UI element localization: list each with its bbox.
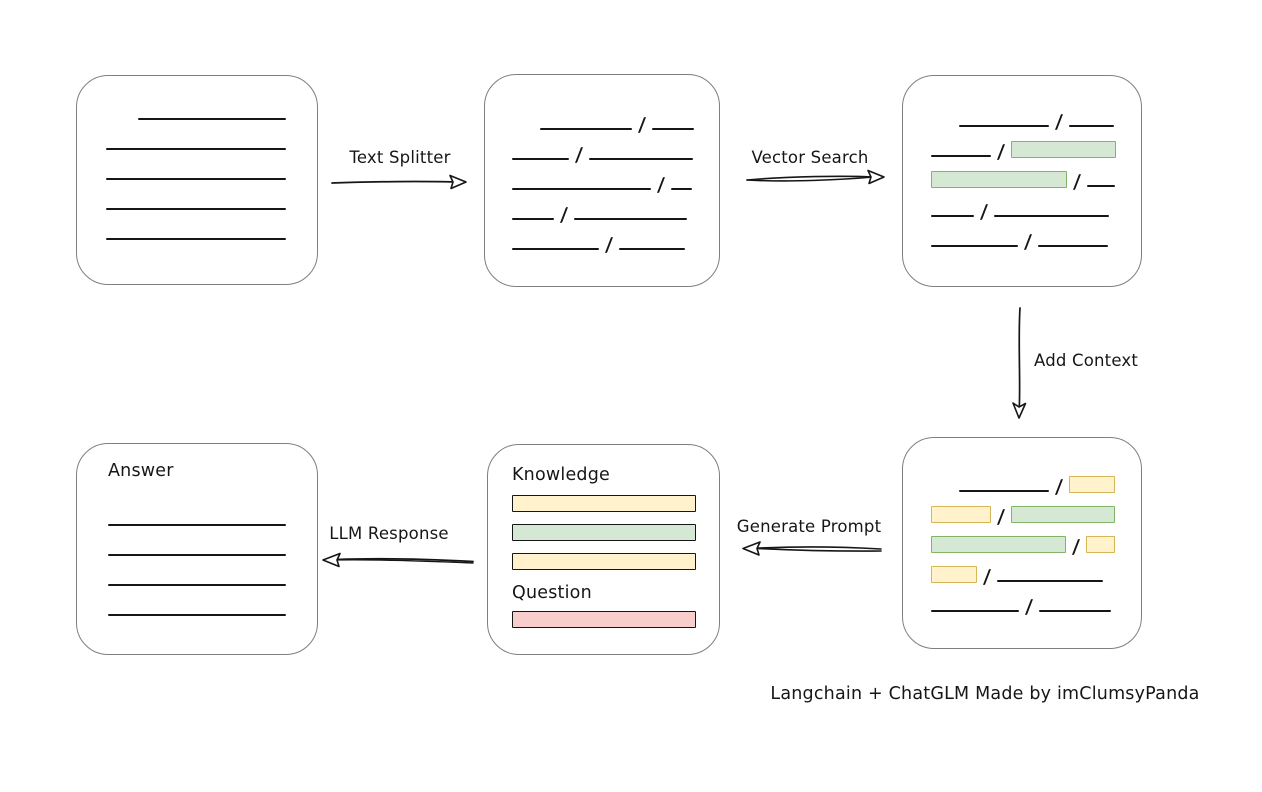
vector-search-label: Vector Search [751, 148, 869, 167]
split-chunks-box [484, 74, 720, 287]
text-row [106, 181, 317, 211]
chunk-lines [485, 75, 719, 253]
red-bar [512, 611, 696, 628]
text-row [512, 101, 719, 133]
text-row [106, 151, 317, 181]
text-line [931, 610, 1019, 612]
knowledge-bars [512, 495, 719, 570]
text-line [931, 215, 974, 217]
text-row [512, 131, 719, 163]
text-splitter-label: Text Splitter [349, 148, 451, 167]
text-line [1069, 125, 1115, 127]
text-line [1038, 245, 1109, 247]
text-line [959, 490, 1049, 492]
text-line [931, 155, 991, 157]
text-row [106, 211, 317, 241]
text-row [106, 91, 317, 121]
yellow-highlight-rect [1086, 536, 1116, 553]
document-lines [77, 76, 317, 241]
yellow-highlight-rect [931, 566, 977, 583]
llm-response-arrow [322, 552, 474, 568]
text-line [959, 125, 1049, 127]
text-row [931, 128, 1141, 160]
text-line [106, 238, 286, 240]
text-line [671, 188, 693, 190]
add-context-label: Add Context [1034, 351, 1139, 370]
text-line [106, 148, 286, 150]
text-line [540, 128, 632, 130]
answer-lines [108, 497, 317, 617]
text-row [931, 463, 1141, 495]
text-row [931, 158, 1141, 190]
text-line [652, 128, 695, 130]
text-row [108, 587, 317, 617]
context-lines [903, 438, 1141, 615]
slash-mark [1023, 234, 1033, 250]
green-highlight-rect [1011, 141, 1117, 158]
green-highlight-rect [931, 171, 1067, 188]
context-box [902, 437, 1142, 649]
text-splitter-arrow [331, 174, 467, 190]
text-row [931, 493, 1141, 525]
text-line [997, 580, 1104, 582]
text-line [106, 208, 286, 210]
question-heading: Question [512, 583, 592, 603]
text-line [108, 584, 286, 586]
slash-mark [1024, 599, 1034, 615]
text-row [108, 497, 317, 527]
text-line [1039, 610, 1112, 612]
yellow-bar [512, 495, 696, 512]
text-line [994, 215, 1110, 217]
text-row [512, 191, 719, 223]
yellow-bar [512, 553, 696, 570]
text-line [574, 218, 688, 220]
green-bar [512, 524, 696, 541]
yellow-highlight-rect [1069, 476, 1116, 493]
text-row [931, 523, 1141, 555]
text-row [931, 583, 1141, 615]
generate-prompt-label: Generate Prompt [736, 517, 882, 536]
text-row [512, 221, 719, 253]
question-bars [512, 611, 719, 628]
knowledge-heading: Knowledge [512, 465, 610, 485]
text-line [108, 614, 286, 616]
add-context-arrow [1012, 307, 1027, 419]
vector-search-arrow [746, 169, 885, 185]
text-line [619, 248, 686, 250]
llm-response-label: LLM Response [329, 524, 449, 543]
text-row [106, 121, 317, 151]
answer-box: Answer [76, 443, 318, 655]
text-row [512, 161, 719, 193]
generate-prompt-arrow [742, 541, 882, 556]
text-row [931, 98, 1141, 130]
text-line [138, 118, 286, 120]
answer-heading: Answer [108, 461, 174, 481]
text-line [512, 158, 569, 160]
text-line [589, 158, 694, 160]
text-row [108, 557, 317, 587]
text-row [931, 188, 1141, 220]
text-line [108, 554, 286, 556]
yellow-highlight-rect [931, 506, 991, 523]
document-box [76, 75, 318, 285]
retrieved-lines [903, 76, 1141, 250]
text-line [931, 245, 1018, 247]
slash-mark [604, 237, 614, 253]
text-row [931, 553, 1141, 585]
green-highlight-rect [1011, 506, 1116, 523]
diagram-caption: Langchain + ChatGLM Made by imClumsyPand… [770, 684, 1200, 704]
text-line [106, 178, 286, 180]
text-line [108, 524, 286, 526]
text-line [1087, 185, 1116, 187]
text-row [931, 218, 1141, 250]
vector-search-result-box [902, 75, 1142, 287]
text-line [512, 218, 554, 220]
prompt-box: Knowledge Question [487, 444, 720, 655]
text-line [512, 188, 651, 190]
text-line [512, 248, 599, 250]
green-highlight-rect [931, 536, 1066, 553]
text-row [108, 527, 317, 557]
